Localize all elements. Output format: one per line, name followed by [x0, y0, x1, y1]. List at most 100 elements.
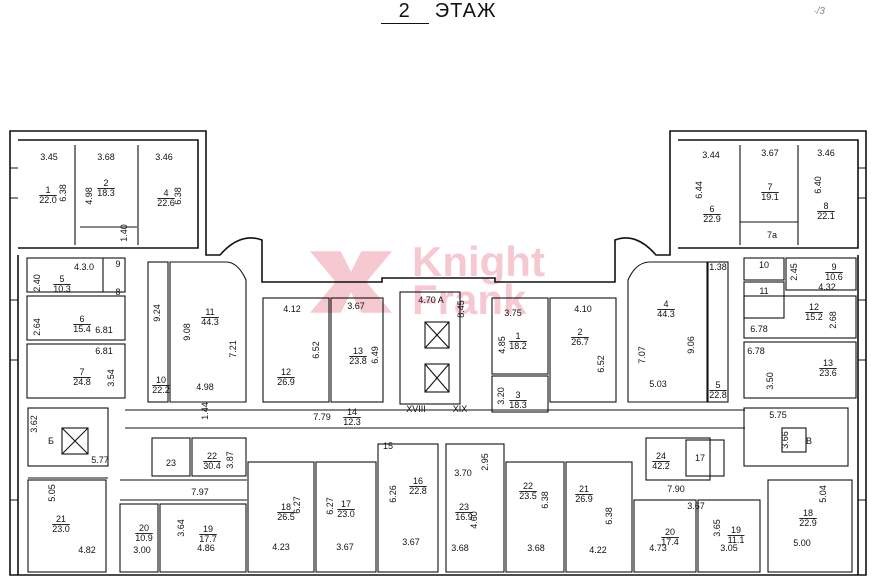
room-dimension: 3.87 — [225, 451, 235, 469]
room-dimension: 4.85 — [497, 336, 507, 354]
axis-label-left: XVIII — [406, 404, 426, 414]
room-area: 15.4 — [73, 324, 91, 334]
axis-label-right: XIX — [453, 404, 468, 414]
outer-walls — [9, 130, 867, 576]
room-dimension: 3.54 — [106, 369, 116, 387]
room-area: 26.9 — [575, 494, 593, 504]
room-dimension: 4.98 — [84, 187, 94, 205]
room-dimension: 7.79 — [313, 412, 331, 422]
room-dimension: 4.12 — [283, 304, 301, 314]
room-area: 18.3 — [97, 188, 115, 198]
room-area: 44.3 — [657, 309, 675, 319]
room-dimension: 3.66 — [780, 431, 790, 449]
room-number: 13 — [353, 346, 363, 356]
room-area: 10.6 — [825, 272, 843, 282]
room-dimension: 3.64 — [176, 519, 186, 537]
room-dimension: 3.65 — [712, 519, 722, 537]
room-number: 3 — [515, 390, 520, 400]
room-number: 11 — [205, 307, 214, 317]
room-area: 23.6 — [819, 368, 837, 378]
stair-dimension: 8.45 — [456, 300, 466, 318]
room-dimension: 3.67 — [402, 537, 420, 547]
room-number: 5 — [715, 380, 720, 390]
room-area: 17.7 — [199, 534, 217, 544]
room-area: 26.7 — [571, 337, 589, 347]
room-area: 17.4 — [661, 537, 679, 547]
room-number: 5 — [59, 274, 64, 284]
room-area: 26.9 — [277, 377, 295, 387]
room-dimension: 4.86 — [197, 543, 215, 553]
room-area: 23.0 — [337, 509, 355, 519]
room-dimension: 3.50 — [765, 372, 775, 390]
room-dimension: 3.68 — [527, 543, 545, 553]
room-number: 22 — [207, 451, 217, 461]
room-dimension: 5.03 — [649, 379, 667, 389]
room-dimension: 7.90 — [667, 484, 685, 494]
room-dimension: 4.60 — [469, 511, 479, 529]
room-number: 20 — [665, 527, 675, 537]
room-dimension: 5.77 — [91, 455, 109, 465]
room-dimension: 5.75 — [769, 410, 787, 420]
room-dimension: 6.38 — [540, 491, 550, 509]
room-dimension: 6.81 — [95, 346, 113, 356]
room-dimension: 4.32 — [818, 282, 836, 292]
room-number: 23 — [459, 502, 469, 512]
room-area: 18.2 — [509, 341, 527, 351]
room-dimension: 6.38 — [173, 187, 183, 205]
room-dimension: 2.68 — [828, 311, 838, 329]
room-dimension: 6.38 — [604, 507, 614, 525]
floor-label: ЭТАЖ — [434, 0, 497, 22]
room-dimension: 9.06 — [686, 336, 696, 354]
room-dimension: 6.49 — [370, 346, 380, 364]
room-number: 15 — [383, 441, 393, 451]
room-dimension: 5.04 — [818, 485, 828, 503]
room-dimension: 3.67 — [336, 542, 354, 552]
room-number: 11 — [759, 286, 768, 296]
room-number: 12 — [809, 302, 819, 312]
room-number: 8 — [823, 201, 828, 211]
room-dimension: 5.05 — [47, 484, 57, 502]
inner-walls — [26, 145, 857, 573]
room-dimension: 4.98 — [196, 382, 214, 392]
room-number: 2 — [103, 178, 108, 188]
room-dimension: 2.40 — [32, 274, 42, 292]
room-dimension: 6.40 — [813, 176, 823, 194]
room-number: 13 — [823, 358, 833, 368]
room-number: 6 — [709, 204, 714, 214]
room-area: 23.0 — [52, 524, 70, 534]
room-dimension: 7.21 — [228, 340, 238, 358]
watermark-line2: Frank — [412, 276, 527, 323]
room-dimension: 6.27 — [292, 496, 302, 514]
room-number: 20 — [139, 523, 149, 533]
room-area: 22.8 — [409, 486, 427, 496]
room-number: 24 — [656, 451, 666, 461]
room-dimension: 3.70 — [454, 468, 472, 478]
room-number: 8 — [115, 287, 120, 297]
room-dimension: 4.10 — [574, 304, 592, 314]
room-dimension: 5.00 — [793, 538, 811, 548]
room-area: 19.1 — [761, 192, 779, 202]
room-area: 24.8 — [73, 377, 91, 387]
room-number: 17 — [341, 499, 351, 509]
floor-number: 2 — [380, 0, 429, 24]
room-area: 10.9 — [135, 533, 153, 543]
room-number: 1 — [515, 331, 520, 341]
room-dimension: 6.81 — [95, 325, 113, 335]
room-dimension: 4.3.0 — [74, 262, 94, 272]
room-area: 30.4 — [203, 461, 221, 471]
room-number: 10 — [156, 375, 166, 385]
room-dimension: 3.62 — [29, 415, 39, 433]
room-area: 18.3 — [509, 400, 527, 410]
room-number: 21 — [56, 514, 66, 524]
room-dimension: 6.44 — [694, 181, 704, 199]
stair-label: 4.70 A — [418, 295, 444, 305]
room-area: 44.3 — [201, 317, 219, 327]
room-dimension: 3.67 — [347, 301, 365, 311]
room-number: 4 — [663, 299, 668, 309]
room-number: 4 — [163, 188, 168, 198]
room-dimension: 2.95 — [480, 453, 490, 471]
room-area: 22.6 — [157, 198, 175, 208]
room-number: 7 — [767, 182, 772, 192]
